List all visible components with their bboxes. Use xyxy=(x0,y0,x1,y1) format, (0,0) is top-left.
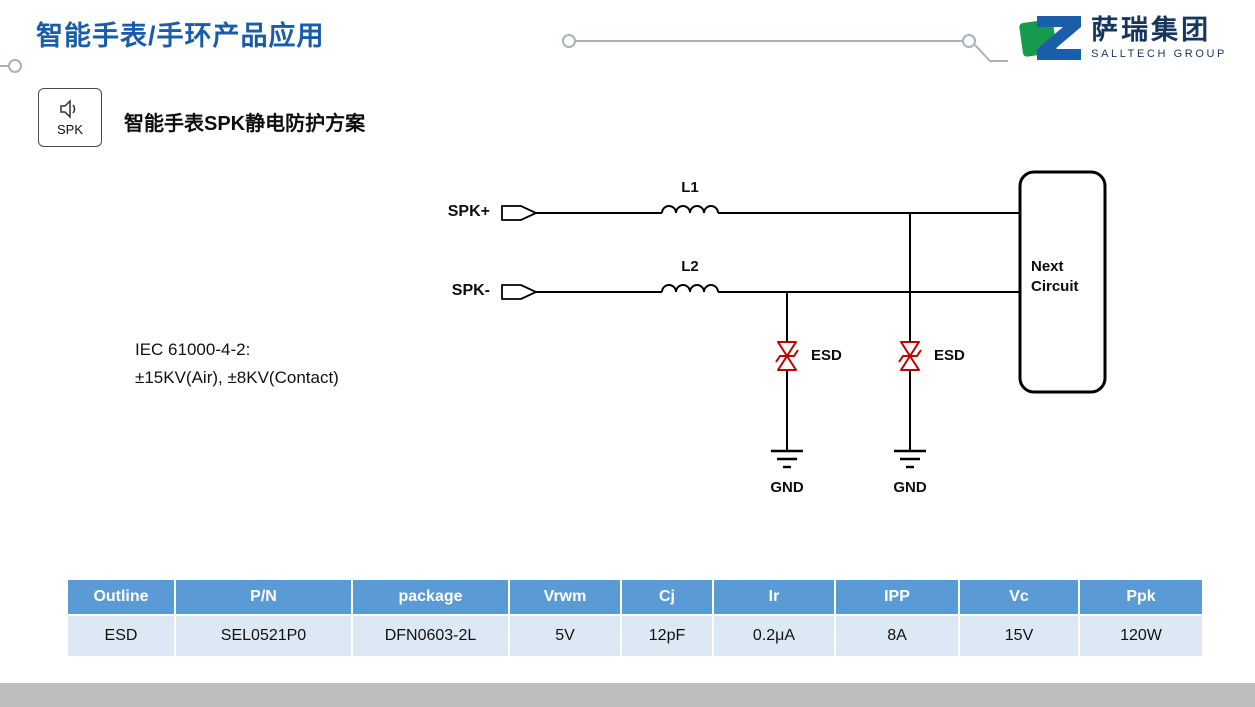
brand-subtitle: SALLTECH GROUP xyxy=(1091,48,1227,61)
cell-package: DFN0603-2L xyxy=(353,616,508,656)
cell-vrwm: 5V xyxy=(510,616,620,656)
col-header-ir: Ir xyxy=(714,580,834,614)
speaker-icon xyxy=(60,98,76,119)
ground-icon xyxy=(771,449,926,469)
col-header-vc: Vc xyxy=(960,580,1078,614)
iec-standard-text: IEC 61000-4-2: ±15KV(Air), ±8KV(Contact) xyxy=(135,336,339,392)
iec-line2: ±15KV(Air), ±8KV(Contact) xyxy=(135,368,339,388)
footer-bar xyxy=(0,683,1255,707)
esd-diode-icon xyxy=(775,341,922,371)
circuit-wires xyxy=(536,205,1020,450)
cell-outline: ESD xyxy=(68,616,174,656)
cell-cj: 12pF xyxy=(622,616,712,656)
cell-ipp: 8A xyxy=(836,616,958,656)
section-title: 智能手表SPK静电防护方案 xyxy=(124,113,366,135)
spk-plus-label: SPK+ xyxy=(447,203,490,220)
spk-icon-label: SPK xyxy=(56,121,83,137)
col-header-pn: P/N xyxy=(176,580,351,614)
cell-ppk: 120W xyxy=(1080,616,1202,656)
inductor-l2-icon xyxy=(661,284,719,293)
col-header-vrwm: Vrwm xyxy=(510,580,620,614)
iec-line1: IEC 61000-4-2: xyxy=(135,340,251,359)
cell-vc: 15V xyxy=(960,616,1078,656)
connector-pin-icon xyxy=(501,205,539,300)
salltech-logo-icon xyxy=(1019,16,1082,60)
cell-pn: SEL0521P0 xyxy=(176,616,351,656)
esd-label-left: ESD xyxy=(811,347,842,364)
page-title: 智能手表/手环产品应用 xyxy=(36,21,325,51)
col-header-package: package xyxy=(353,580,508,614)
esd-label-right: ESD xyxy=(934,347,965,364)
gnd-label-right: GND xyxy=(893,479,927,496)
col-header-ipp: IPP xyxy=(836,580,958,614)
salltech-logo: 萨瑞集团 SALLTECH GROUP xyxy=(1013,8,1233,68)
brand-name: 萨瑞集团 xyxy=(1091,14,1212,45)
col-header-ppk: Ppk xyxy=(1080,580,1202,614)
spk-minus-label: SPK- xyxy=(451,282,490,299)
spk-icon-box: SPK xyxy=(38,88,102,147)
inductor-l1-label: L1 xyxy=(681,179,699,196)
inductor-l2-label: L2 xyxy=(681,258,699,275)
col-header-outline: Outline xyxy=(68,580,174,614)
next-circuit-label: Next Circuit xyxy=(1031,258,1079,295)
col-header-cj: Cj xyxy=(622,580,712,614)
parts-table: Outline P/N package Vrwm Cj Ir IPP Vc Pp… xyxy=(68,580,1202,656)
logo-text: 萨瑞集团 SALLTECH GROUP xyxy=(1091,14,1227,61)
cell-ir: 0.2μA xyxy=(714,616,834,656)
inductor-l1-icon xyxy=(661,205,719,214)
gnd-label-left: GND xyxy=(770,479,804,496)
